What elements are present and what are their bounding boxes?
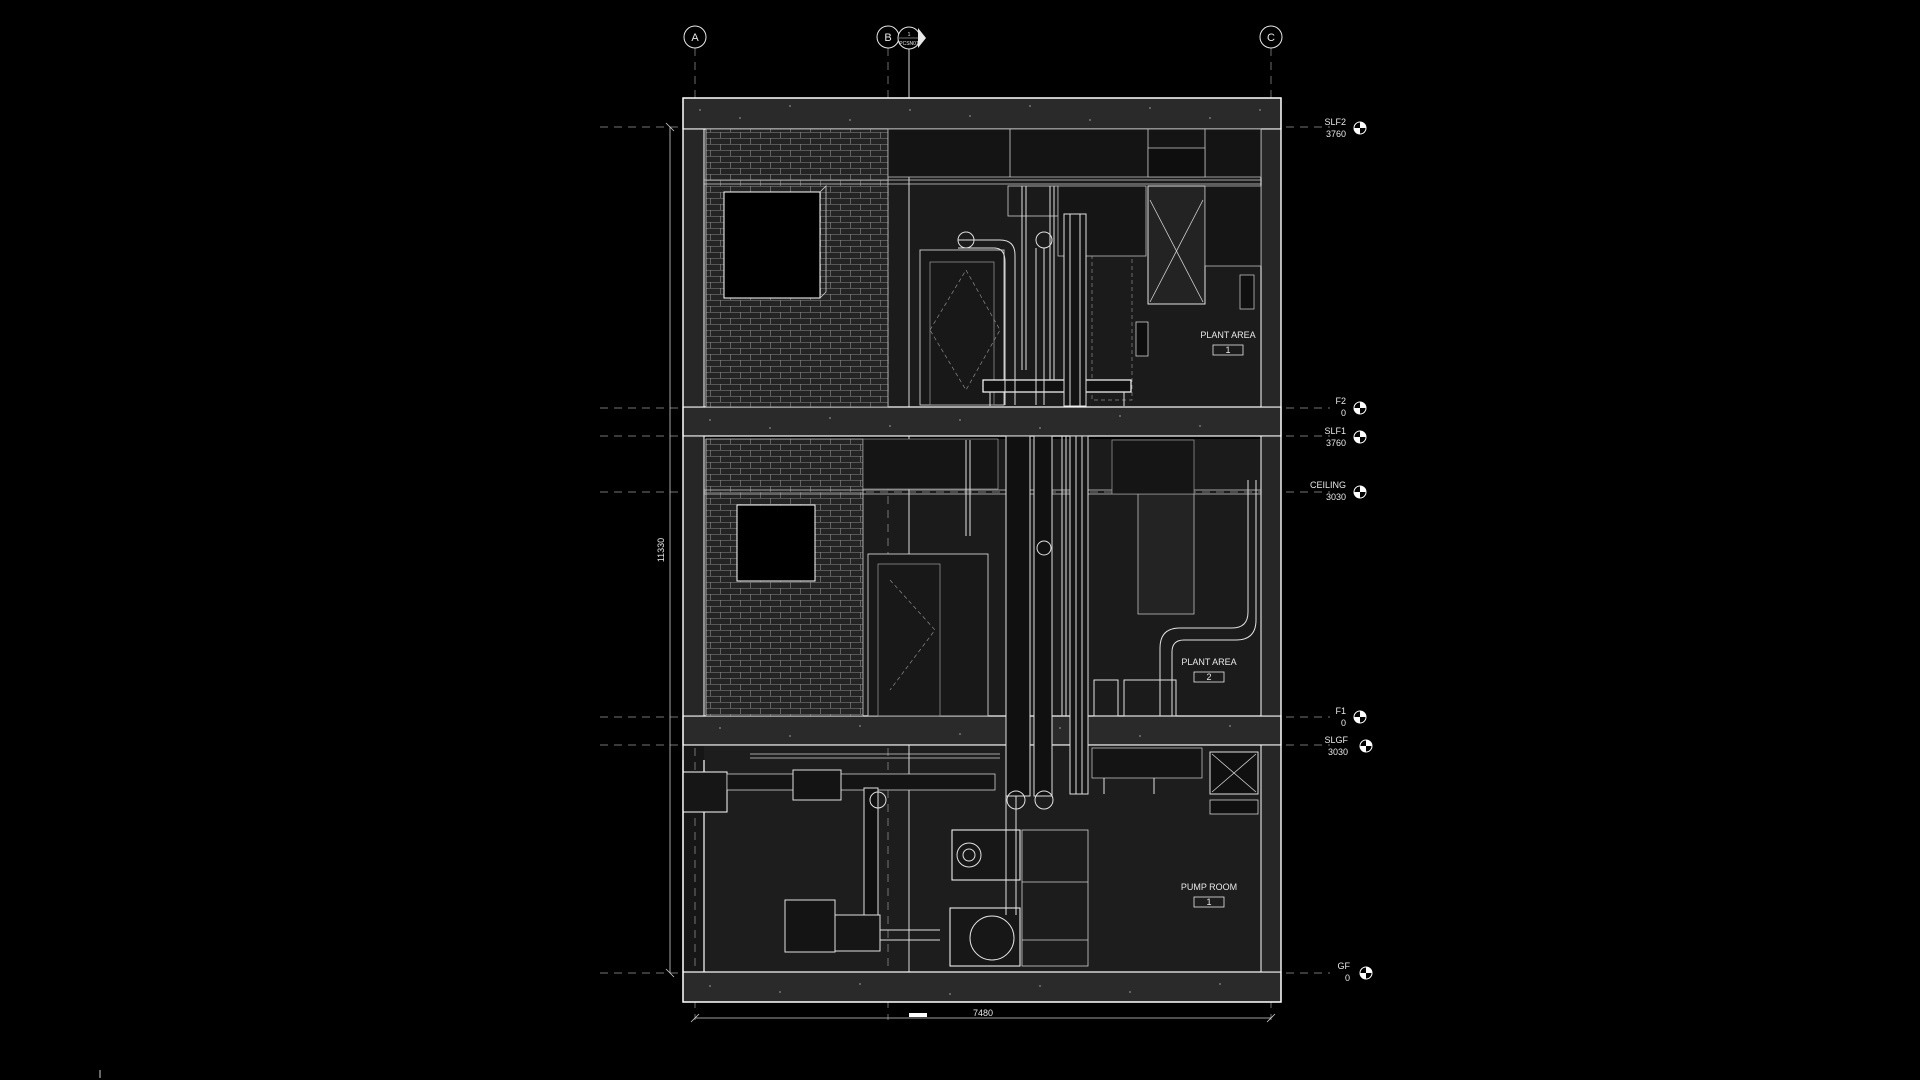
level-1-slab (682, 715, 1282, 746)
level-datum-icon (1353, 485, 1367, 499)
level-value: 0 (1341, 408, 1346, 418)
pump-room-equipment (682, 747, 1259, 967)
slabs (682, 97, 1282, 1003)
brick-walls (705, 128, 889, 717)
level-slf1: SLF1 3760 (1324, 426, 1367, 448)
level-ceiling: CEILING 3030 (1310, 480, 1367, 502)
dimensions: 11330 7480 (656, 122, 1276, 1023)
width-dimension: 7480 (973, 1008, 993, 1018)
level-datum-icon (1359, 739, 1373, 753)
window-upper (723, 191, 821, 299)
level-slgf: SLGF 3030 (1324, 735, 1373, 757)
room-tags: PLANT AREA 1 PLANT AREA 2 PUMP ROOM 1 (1181, 330, 1256, 908)
grid-label-c: C (1267, 32, 1275, 44)
walls (682, 128, 1282, 973)
room-number: 1 (1225, 345, 1230, 355)
grid-label-b: B (884, 32, 891, 44)
room-tag-plant-area-1: PLANT AREA 1 (1200, 330, 1256, 356)
section-sheet: PCSN01 (899, 41, 919, 47)
left-wall-upper (682, 128, 705, 408)
level-datum-icon (1353, 401, 1367, 415)
room-tag-pump-room-1: PUMP ROOM 1 (1181, 882, 1237, 908)
level-value: 0 (1341, 718, 1346, 728)
pipe-risers (957, 186, 1089, 810)
level-value: 3030 (1326, 492, 1346, 502)
grid-lines (694, 40, 1272, 1020)
roof-slab (682, 97, 1282, 130)
grid-head-c: C (1259, 25, 1283, 49)
level-name: SLF2 (1324, 117, 1346, 127)
room-name: PLANT AREA (1200, 330, 1255, 340)
right-wall-lower (1260, 744, 1282, 973)
level-datum-icon (1353, 710, 1367, 724)
level-value: 0 (1345, 973, 1350, 983)
section-number: 1 (908, 32, 911, 38)
upper-plant-equipment (887, 128, 1262, 406)
level-slf2: SLF2 3760 (1324, 117, 1367, 139)
level-f2: F2 0 (1335, 396, 1367, 418)
right-wall-upper (1260, 128, 1282, 408)
level-datum-icon (1359, 966, 1373, 980)
level-value: 3030 (1328, 747, 1348, 757)
building-outline (682, 97, 1282, 1003)
level-name: CEILING (1310, 480, 1346, 490)
grid-label-a: A (691, 32, 699, 44)
left-wall-middle (682, 435, 705, 717)
level-value: 3760 (1326, 438, 1346, 448)
ground-slab (682, 971, 1282, 1003)
section-marker[interactable]: 1 PCSN01 (897, 26, 926, 50)
level-datum-icon (1353, 121, 1367, 135)
room-number: 2 (1206, 672, 1211, 682)
level-name: F2 (1335, 396, 1346, 406)
level-datum-icon (1353, 430, 1367, 444)
level-gf: GF 0 (1338, 961, 1373, 983)
level-name: SLGF (1324, 735, 1348, 745)
level-name: F1 (1335, 706, 1346, 716)
level-f1: F1 0 (1335, 706, 1367, 728)
grid-head-a: A (683, 25, 707, 49)
grid-heads: A B C 1 PCSN01 (683, 25, 1283, 50)
middle-plant-equipment (862, 438, 1257, 717)
level-value: 3760 (1326, 129, 1346, 139)
room-name: PLANT AREA (1181, 657, 1236, 667)
room-tag-plant-area-2: PLANT AREA 2 (1181, 657, 1237, 683)
right-wall-middle (1260, 435, 1282, 717)
height-dimension: 11330 (656, 538, 666, 562)
level-name: SLF1 (1324, 426, 1346, 436)
room-number: 1 (1206, 897, 1211, 907)
grid-head-b: B (876, 25, 900, 49)
level-2-slab (682, 406, 1282, 437)
level-name: GF (1338, 961, 1351, 971)
level-markers: SLF2 3760 F2 0 SLF1 3760 CEILING 3030 F1… (1310, 117, 1373, 983)
room-name: PUMP ROOM (1181, 882, 1237, 892)
window-lower (736, 504, 816, 582)
